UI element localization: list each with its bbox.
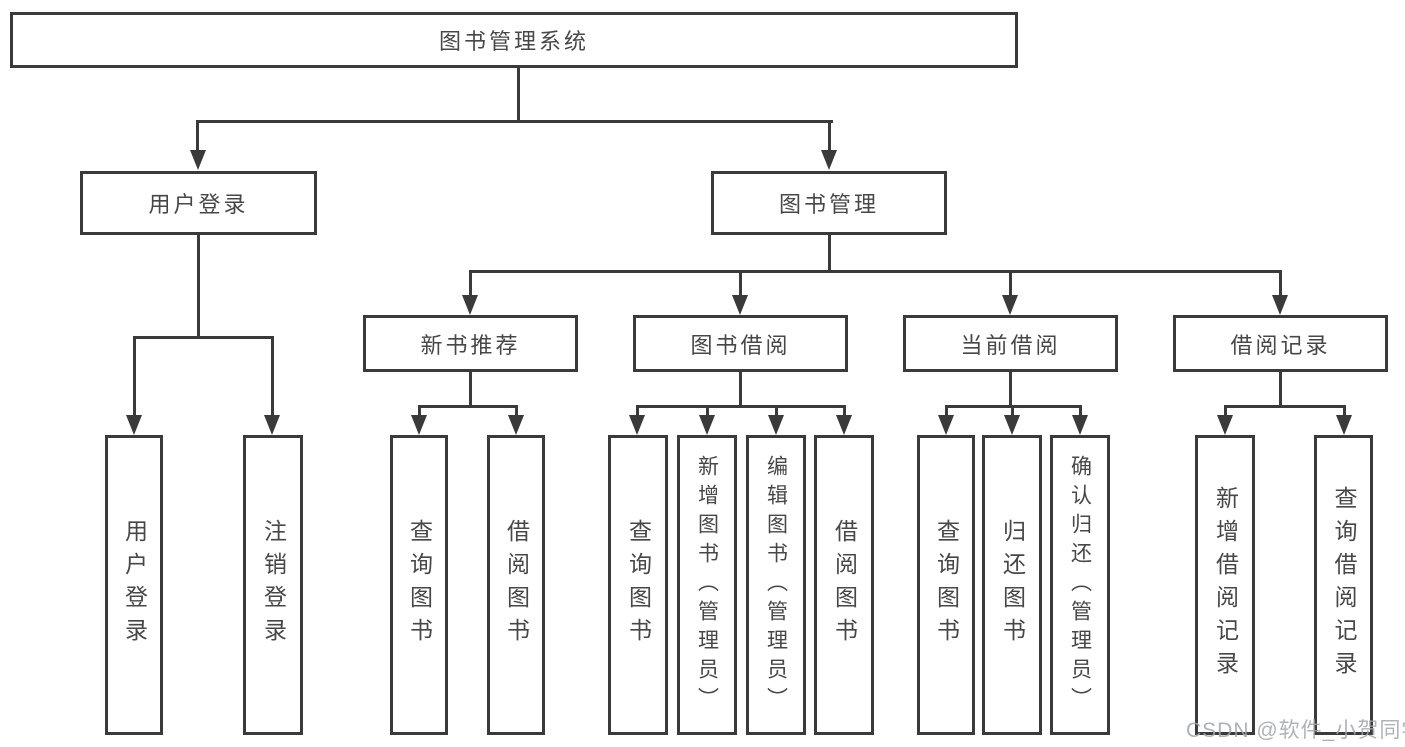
- node-label: 新书推荐: [420, 332, 521, 358]
- csdn-watermark: CSDN @软件_小贺同学: [1186, 719, 1405, 742]
- arrowhead-down: [126, 415, 142, 435]
- leaf-label: 查询借阅记录: [1331, 486, 1357, 684]
- connector-line: [515, 405, 518, 417]
- arrowhead-down: [462, 295, 478, 315]
- connector-line: [945, 405, 948, 417]
- node-book-management: 图书管理: [711, 171, 947, 235]
- node-library-management-system: 图书管理系统: [10, 12, 1018, 68]
- arrowhead-down: [190, 150, 206, 170]
- connector-line: [636, 405, 639, 417]
- connector-line: [1009, 372, 1012, 407]
- leaf-label: 查询图书: [625, 519, 652, 651]
- arrowhead-down: [699, 415, 715, 435]
- arrowhead-down: [1072, 415, 1088, 435]
- connector-line: [197, 234, 200, 338]
- node-user-login: 用户登录: [80, 171, 317, 235]
- arrowhead-down: [629, 415, 645, 435]
- arrowhead-down: [1002, 295, 1018, 315]
- leaf-label: 编辑图书（管理员）: [764, 454, 788, 716]
- connector-line: [1009, 270, 1012, 297]
- leaf-label: 注销登录: [260, 519, 287, 651]
- leaf-label: 查询图书: [406, 519, 433, 651]
- node-book-borrowing: 图书借阅: [633, 315, 848, 372]
- connector-line: [828, 120, 831, 152]
- connector-line: [739, 372, 742, 407]
- node-borrowing-records: 借阅记录: [1173, 315, 1388, 372]
- connector-line: [469, 372, 472, 407]
- arrowhead-down: [264, 415, 280, 435]
- leaf-return-books: 归还图书: [982, 435, 1042, 735]
- node-new-book-recommend: 新书推荐: [363, 315, 578, 372]
- node-label: 借阅记录: [1230, 332, 1331, 358]
- leaf-query-books-recommend: 查询图书: [390, 435, 448, 735]
- connector-line: [469, 270, 1282, 273]
- connector-line: [418, 405, 421, 417]
- connector-line: [1279, 270, 1282, 297]
- connector-line: [739, 270, 742, 297]
- connector-line: [1079, 405, 1082, 417]
- connector-line: [196, 120, 833, 123]
- connector-line: [133, 336, 136, 416]
- leaf-label: 查询图书: [933, 519, 960, 651]
- arrowhead-down: [1336, 415, 1352, 435]
- arrowhead-down: [1217, 415, 1233, 435]
- leaf-label: 新增借阅记录: [1212, 486, 1239, 684]
- node-label: 当前借阅: [960, 332, 1061, 358]
- connector-line: [1224, 405, 1227, 417]
- leaf-query-books-borrowing: 查询图书: [608, 435, 668, 735]
- leaf-query-borrow-record: 查询借阅记录: [1314, 435, 1373, 735]
- connector-line: [706, 405, 709, 417]
- leaf-user-login: 用户登录: [105, 435, 163, 735]
- connector-line: [418, 405, 518, 408]
- leaf-borrow-books: 借阅图书: [814, 435, 874, 735]
- connector-line: [196, 120, 199, 152]
- arrowhead-down: [508, 415, 524, 435]
- leaf-label: 用户登录: [121, 519, 148, 651]
- node-label: 图书管理: [778, 192, 879, 217]
- arrowhead-down: [768, 415, 784, 435]
- node-label: 用户登录: [148, 192, 249, 217]
- connector-line: [1011, 405, 1014, 417]
- connector-line: [843, 405, 846, 417]
- connector-line: [469, 270, 472, 297]
- arrowhead-down: [732, 295, 748, 315]
- arrowhead-down: [1272, 295, 1288, 315]
- connector-line: [1224, 405, 1345, 408]
- node-label: 图书管理系统: [438, 29, 589, 54]
- leaf-label: 借阅图书: [831, 519, 858, 651]
- connector-line: [775, 405, 778, 417]
- leaf-add-books-admin: 新增图书（管理员）: [677, 435, 737, 735]
- leaf-confirm-return-admin: 确认归还（管理员）: [1050, 435, 1110, 735]
- arrowhead-down: [821, 150, 837, 170]
- leaf-edit-books-admin: 编辑图书（管理员）: [746, 435, 806, 735]
- leaf-label: 新增图书（管理员）: [695, 454, 719, 716]
- connector-line: [133, 336, 274, 339]
- node-current-borrowing: 当前借阅: [903, 315, 1118, 372]
- leaf-logout: 注销登录: [243, 435, 303, 735]
- connector-line: [1279, 372, 1282, 407]
- node-label: 图书借阅: [690, 332, 791, 358]
- connector-line: [636, 405, 845, 408]
- leaf-add-borrow-record: 新增借阅记录: [1195, 435, 1255, 735]
- arrowhead-down: [836, 415, 852, 435]
- connector-line: [517, 68, 520, 122]
- leaf-label: 确认归还（管理员）: [1068, 454, 1092, 716]
- arrowhead-down: [1004, 415, 1020, 435]
- leaf-label: 归还图书: [999, 519, 1026, 651]
- arrowhead-down: [411, 415, 427, 435]
- leaf-label: 借阅图书: [503, 519, 530, 651]
- connector-line: [828, 234, 831, 272]
- arrowhead-down: [938, 415, 954, 435]
- connector-line: [1343, 405, 1346, 417]
- leaf-query-books-current: 查询图书: [917, 435, 975, 735]
- connector-line: [271, 336, 274, 416]
- leaf-borrow-books-recommend: 借阅图书: [487, 435, 545, 735]
